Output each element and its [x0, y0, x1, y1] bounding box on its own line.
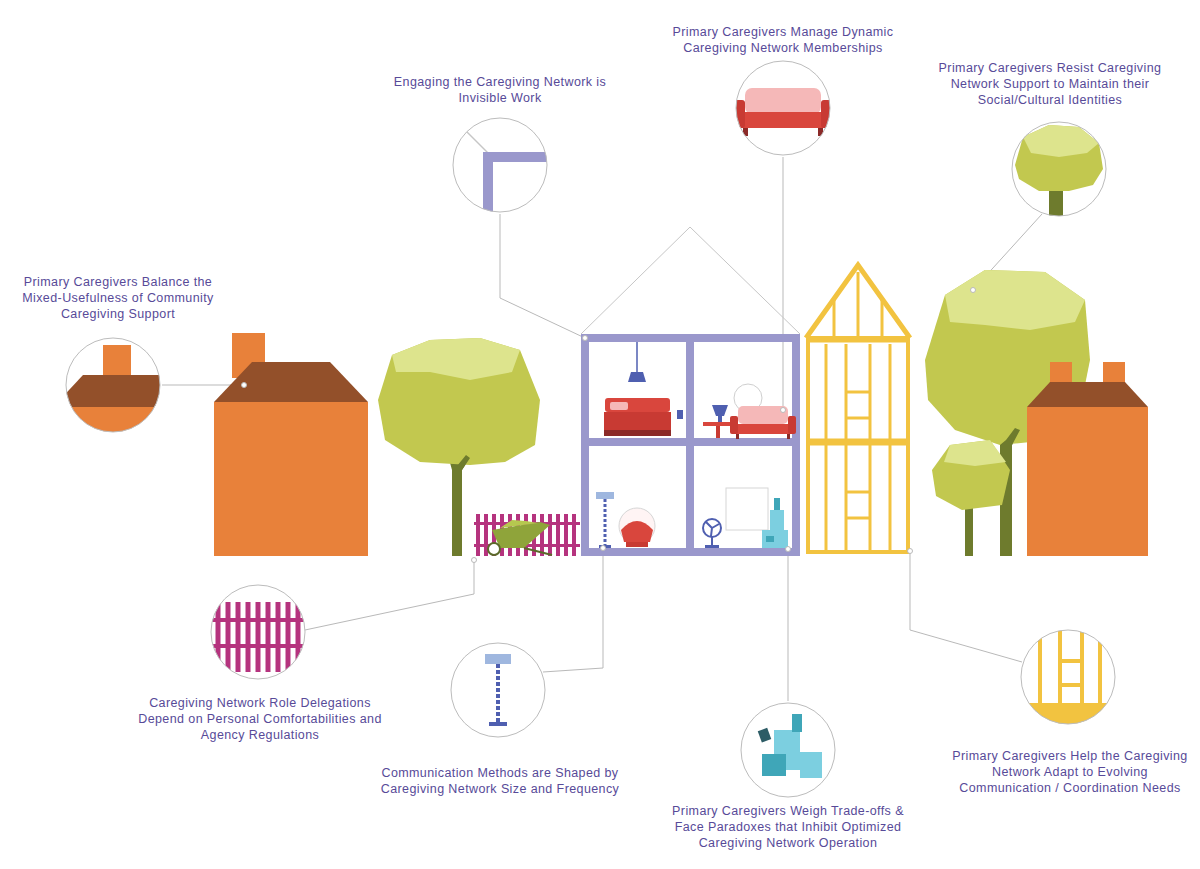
callout-icon — [209, 602, 307, 672]
callout-circle — [739, 701, 837, 799]
callout-icon — [456, 121, 549, 214]
callout-icon — [1019, 628, 1117, 726]
finding-callout: Primary Caregivers Resist Caregiving Net… — [933, 60, 1168, 218]
finding-callout: Primary Caregivers Balance the Mixed-Use… — [11, 274, 226, 434]
leader-lines — [162, 157, 1042, 701]
callout-icon — [64, 345, 162, 434]
finding-callout: Communication Methods are Shaped by Care… — [368, 641, 633, 797]
right-house — [1027, 362, 1148, 556]
callout-circle — [1010, 120, 1108, 218]
wheelbarrow — [488, 520, 552, 555]
callout-label: Primary Caregivers Weigh Trade-offs & Fa… — [657, 803, 919, 851]
callout-label: Primary Caregivers Resist Caregiving Net… — [933, 60, 1168, 108]
callout-circle — [1019, 628, 1117, 726]
left-tree — [378, 338, 540, 556]
callout-icon — [734, 88, 832, 136]
finding-callout: Primary Caregivers Help the Caregiving N… — [945, 628, 1195, 796]
finding-callout: Primary Caregivers Manage Dynamic Caregi… — [658, 24, 908, 157]
finding-callout: Primary Caregivers Weigh Trade-offs & Fa… — [657, 701, 919, 851]
purple-house — [581, 227, 800, 552]
callout-label: Primary Caregivers Manage Dynamic Caregi… — [658, 24, 908, 56]
leader-dots — [242, 288, 976, 563]
finding-callout: Caregiving Network Role Delegations Depe… — [135, 583, 385, 743]
frame-house — [806, 265, 910, 552]
fence — [474, 514, 580, 556]
callout-circle — [451, 116, 549, 214]
callout-label: Caregiving Network Role Delegations Depe… — [135, 695, 385, 743]
callout-circle — [734, 59, 832, 157]
left-house — [214, 333, 368, 556]
callout-label: Primary Caregivers Balance the Mixed-Use… — [11, 274, 226, 322]
callout-label: Communication Methods are Shaped by Care… — [368, 765, 633, 797]
callout-icon — [485, 654, 511, 726]
callout-label: Primary Caregivers Help the Caregiving N… — [945, 748, 1195, 796]
callout-circle — [64, 336, 162, 434]
finding-callout: Engaging the Caregiving Network is Invis… — [388, 74, 613, 214]
callout-label: Engaging the Caregiving Network is Invis… — [388, 74, 613, 106]
callout-circle — [449, 641, 547, 739]
callout-icon — [758, 714, 822, 778]
callout-circle — [209, 583, 307, 681]
